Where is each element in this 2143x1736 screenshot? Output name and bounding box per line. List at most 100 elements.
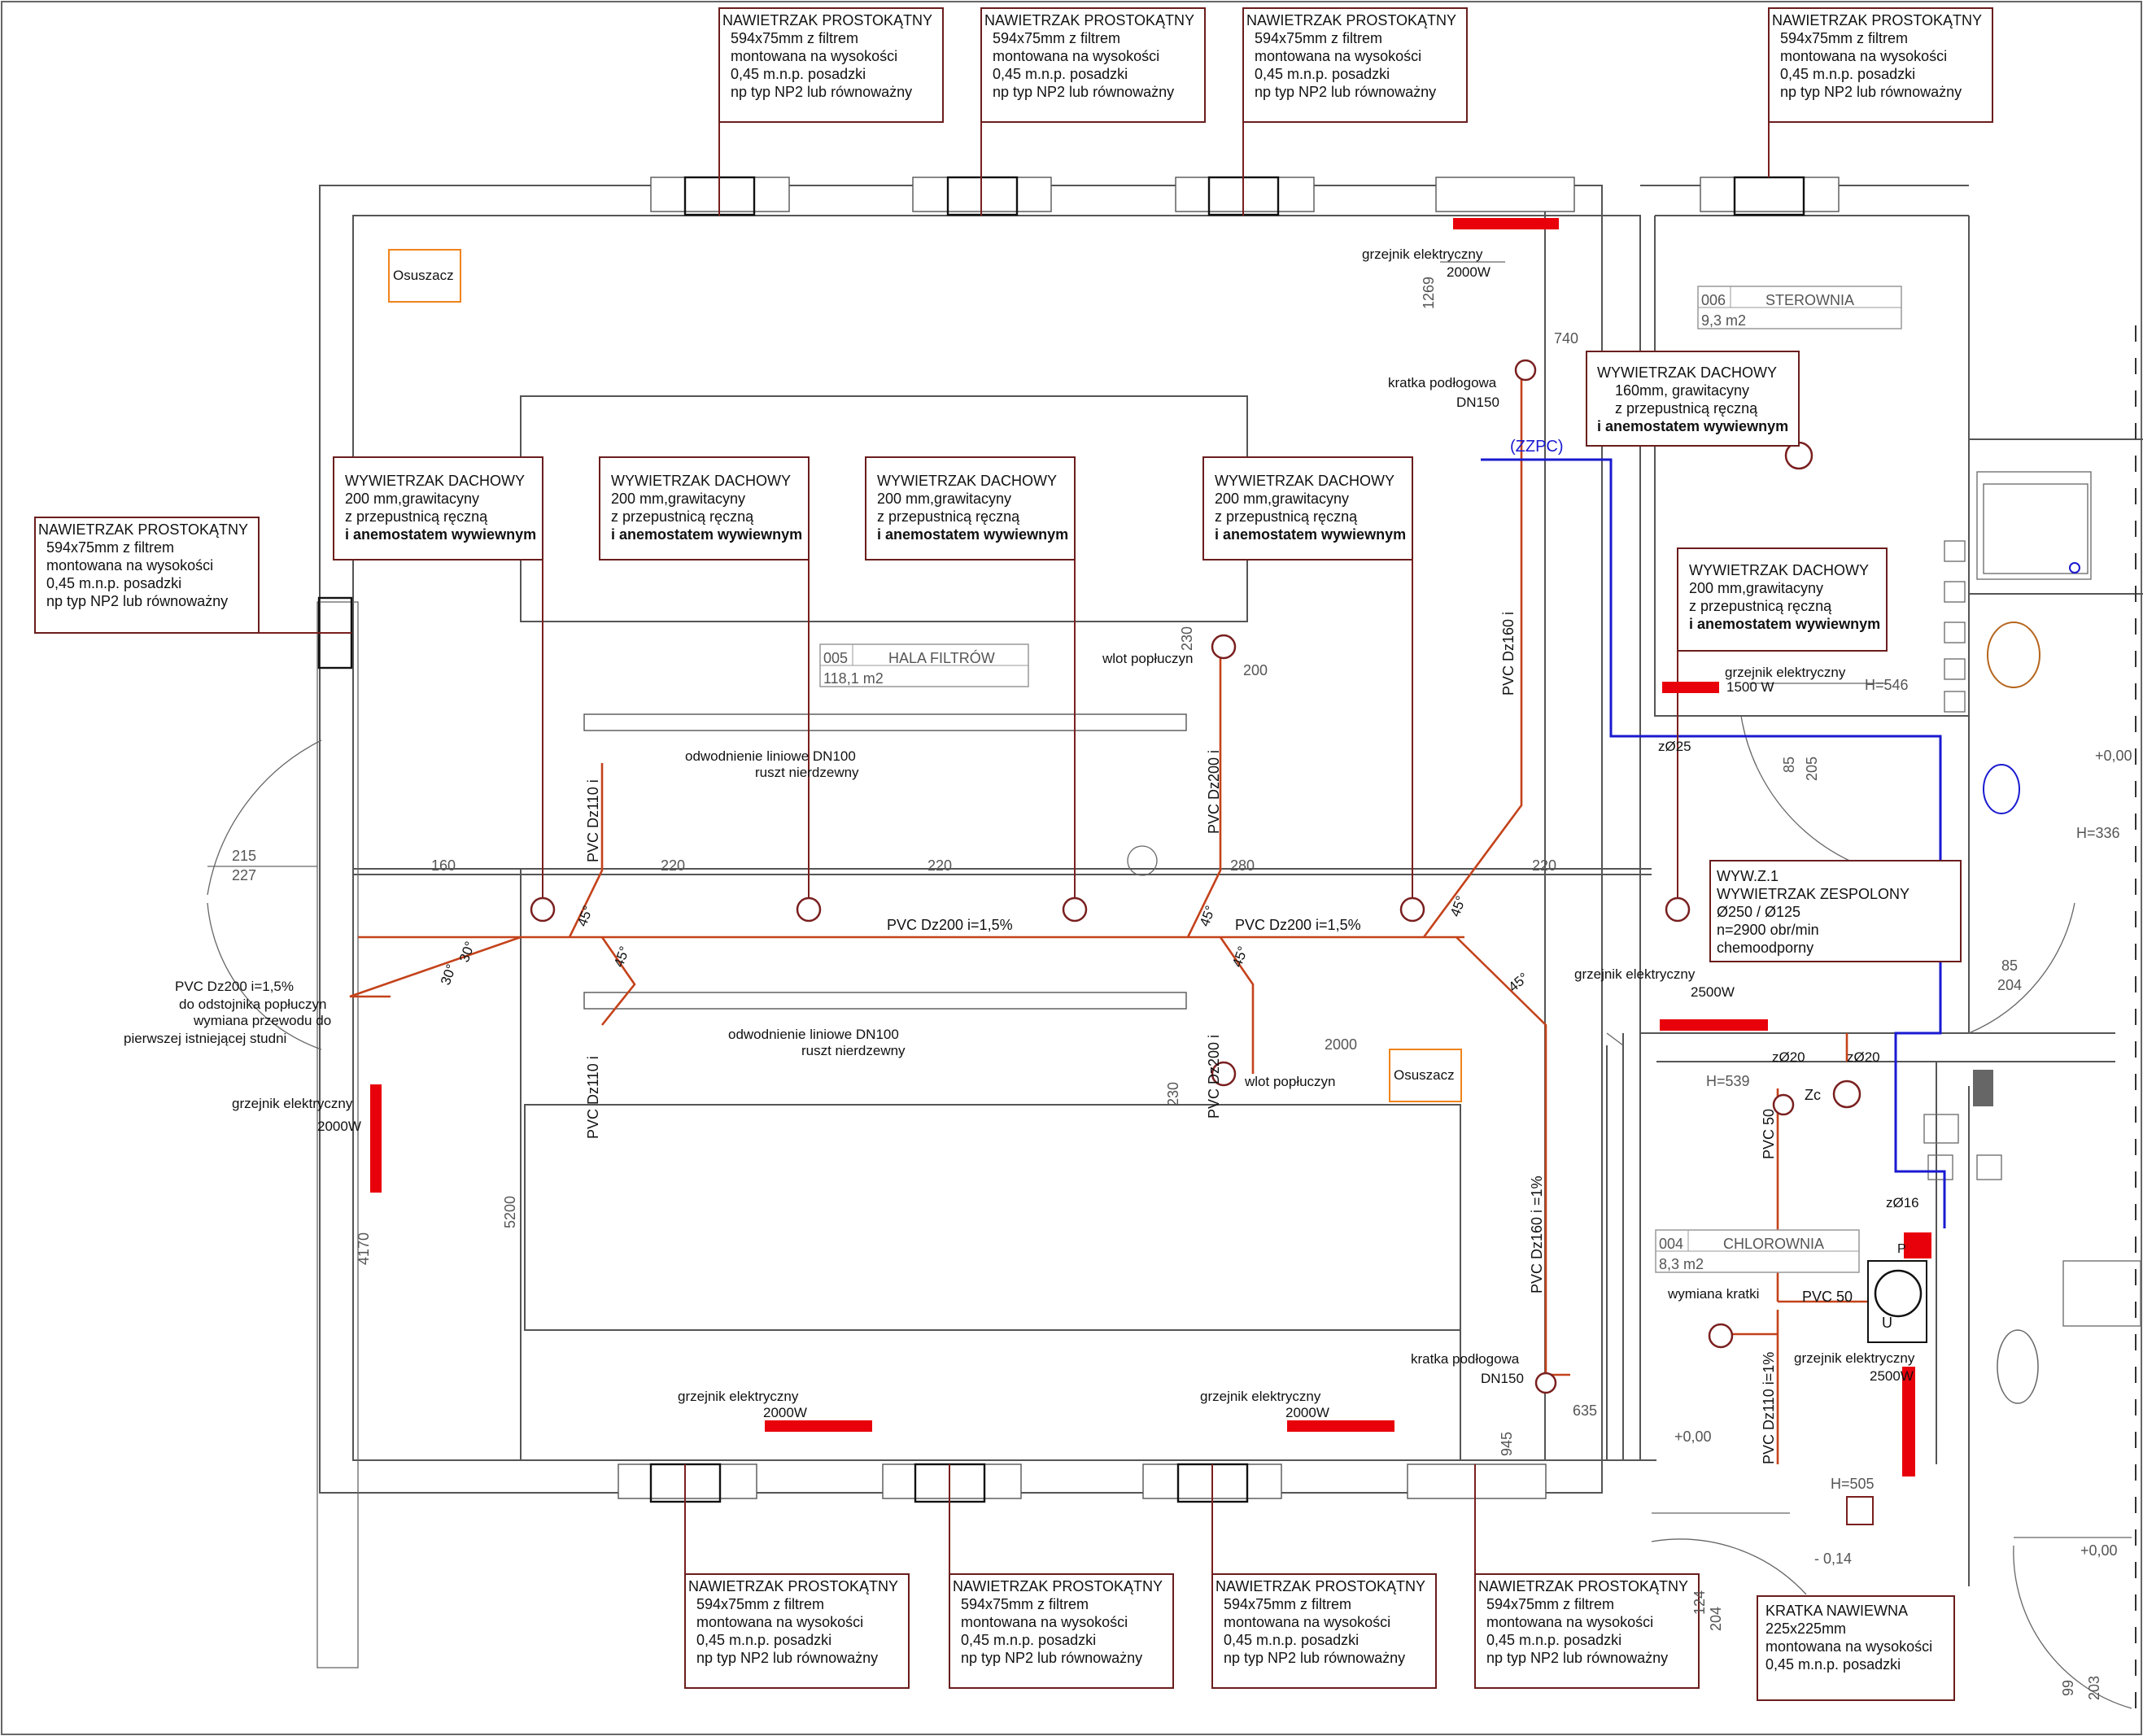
svg-text:STEROWNIA: STEROWNIA [1765, 292, 1854, 308]
svg-text:pierwszej istniejącej studni: pierwszej istniejącej studni [124, 1031, 286, 1046]
svg-text:i anemostatem wywiewnym: i anemostatem wywiewnym [1597, 418, 1788, 434]
svg-text:205: 205 [1804, 757, 1820, 781]
svg-text:WYWIETRZAK DACHOWY: WYWIETRZAK DACHOWY [1597, 364, 1777, 381]
svg-text:+0,00: +0,00 [1674, 1428, 1712, 1445]
chlor-device [1867, 1260, 1927, 1343]
svg-text:200 mm,grawitacyny: 200 mm,grawitacyny [345, 491, 479, 507]
roof-fan-callout-160: WYWIETRZAK DACHOWY 160mm, grawitacyny z … [1586, 351, 1800, 447]
svg-text:45°: 45° [1447, 894, 1469, 919]
svg-text:WYWIETRZAK DACHOWY: WYWIETRZAK DACHOWY [611, 473, 791, 489]
svg-text:9,3 m2: 9,3 m2 [1701, 312, 1746, 329]
svg-text:wymiana przewodu do: wymiana przewodu do [193, 1013, 331, 1028]
heaters [370, 218, 1931, 1476]
roof-fan-callout-5: WYWIETRZAK DACHOWY 200 mm,grawitacyny z … [1677, 547, 1888, 652]
svg-text:1500 W: 1500 W [1726, 679, 1774, 695]
svg-text:45°: 45° [1229, 944, 1251, 970]
svg-text:np typ NP2 lub równoważny: np typ NP2 lub równoważny [696, 1650, 878, 1666]
svg-text:740: 740 [1554, 330, 1578, 347]
svg-text:np typ NP2 lub równoważny: np typ NP2 lub równoważny [1255, 84, 1436, 100]
pipe-labels: (ZZPC) PVC Dz200 i=1,5% PVC Dz200 i=1,5%… [124, 438, 1919, 1464]
svg-text:grzejnik elektryczny: grzejnik elektryczny [678, 1389, 799, 1404]
heater-labels: grzejnik elektryczny 2000W grzejnik elek… [232, 246, 1915, 1420]
supply-grille-callout: KRATKA NAWIEWNA 225x225mm montowana na w… [1757, 1595, 1955, 1701]
room-tag-hala: 005 HALA FILTRÓW 118,1 m2 [819, 643, 1029, 687]
svg-text:227: 227 [232, 867, 256, 883]
svg-text:99: 99 [2060, 1680, 2076, 1696]
roof-fan-callout-2: WYWIETRZAK DACHOWY 200 mm,grawitacyny z … [599, 456, 810, 560]
svg-text:200 mm,grawitacyny: 200 mm,grawitacyny [611, 491, 745, 507]
svg-text:160mm, grawitacyny: 160mm, grawitacyny [1615, 382, 1749, 399]
svg-text:594x75mm z filtrem: 594x75mm z filtrem [1780, 30, 1908, 46]
pipes [349, 370, 1896, 1464]
svg-text:grzejnik elektryczny: grzejnik elektryczny [232, 1096, 353, 1111]
svg-text:odwodnienie liniowe DN100: odwodnienie liniowe DN100 [728, 1027, 899, 1042]
svg-text:PVC Dz110 i: PVC Dz110 i [585, 779, 601, 862]
intake-callout-left: NAWIETRZAK PROSTOKĄTNY 594x75mm z filtre… [34, 517, 260, 634]
svg-text:004: 004 [1659, 1236, 1683, 1252]
svg-text:grzejnik elektryczny: grzejnik elektryczny [1200, 1389, 1321, 1404]
intake-callout-b2: NAWIETRZAK PROSTOKĄTNY 594x75mm z filtre… [949, 1573, 1174, 1689]
intake-leaders [259, 122, 1770, 1574]
svg-text:z przepustnicą ręczną: z przepustnicą ręczną [1689, 598, 1832, 614]
svg-text:WYWIETRZAK DACHOWY: WYWIETRZAK DACHOWY [345, 473, 525, 489]
linear-drains [583, 713, 1187, 1010]
svg-text:zØ20: zØ20 [1772, 1049, 1805, 1065]
svg-text:montowana na wysokości: montowana na wysokości [961, 1614, 1128, 1630]
svg-text:594x75mm z filtrem: 594x75mm z filtrem [1255, 30, 1382, 46]
sanitary [1923, 483, 2141, 1404]
svg-text:NAWIETRZAK PROSTOKĄTNY: NAWIETRZAK PROSTOKĄTNY [984, 12, 1194, 28]
svg-text:PVC Dz200 i: PVC Dz200 i [1206, 750, 1222, 834]
svg-text:i anemostatem wywiewnym: i anemostatem wywiewnym [877, 526, 1068, 543]
svg-text:220: 220 [1532, 857, 1556, 874]
svg-text:kratka podłogowa: kratka podłogowa [1411, 1351, 1520, 1367]
floor-drain-labels: kratka podłogowa DN150 kratka podłogowa … [685, 375, 1524, 1386]
svg-text:+0,00: +0,00 [2080, 1542, 2118, 1559]
svg-text:0,45 m.n.p. posadzki: 0,45 m.n.p. posadzki [1486, 1632, 1621, 1648]
svg-text:NAWIETRZAK PROSTOKĄTNY: NAWIETRZAK PROSTOKĄTNY [38, 521, 248, 538]
svg-text:- 0,14: - 0,14 [1814, 1551, 1852, 1567]
svg-text:z przepustnicą ręczną: z przepustnicą ręczną [1615, 400, 1758, 417]
svg-text:PVC Dz110 i: PVC Dz110 i [585, 1056, 601, 1139]
svg-text:635: 635 [1573, 1402, 1597, 1419]
svg-text:PVC Dz110 i=1%: PVC Dz110 i=1% [1761, 1352, 1777, 1464]
svg-text:85: 85 [1781, 757, 1797, 773]
svg-text:z przepustnicą ręczną: z przepustnicą ręczną [345, 508, 488, 525]
svg-text:i anemostatem wywiewnym: i anemostatem wywiewnym [1689, 616, 1880, 632]
svg-text:594x75mm z filtrem: 594x75mm z filtrem [46, 539, 174, 556]
svg-text:n=2900 obr/min: n=2900 obr/min [1717, 922, 1819, 938]
svg-text:Osuszacz: Osuszacz [1394, 1067, 1455, 1083]
svg-text:0,45 m.n.p. posadzki: 0,45 m.n.p. posadzki [696, 1632, 831, 1648]
svg-text:np typ NP2 lub równoważny: np typ NP2 lub równoważny [46, 593, 228, 609]
svg-text:montowana na wysokości: montowana na wysokości [731, 48, 897, 64]
svg-text:montowana na wysokości: montowana na wysokości [1224, 1614, 1390, 1630]
svg-text:PVC Dz200 i=1,5%: PVC Dz200 i=1,5% [1235, 917, 1361, 933]
svg-text:2000W: 2000W [763, 1405, 807, 1420]
svg-text:006: 006 [1701, 292, 1726, 308]
svg-text:do odstojnika popłuczyn: do odstojnika popłuczyn [179, 997, 326, 1012]
svg-text:i anemostatem wywiewnym: i anemostatem wywiewnym [345, 526, 536, 543]
svg-text:wymiana kratki: wymiana kratki [1667, 1286, 1759, 1302]
svg-text:Zc: Zc [1805, 1087, 1821, 1103]
dehumidifier-1: Osuszacz [388, 249, 461, 303]
svg-text:594x75mm z filtrem: 594x75mm z filtrem [696, 1596, 824, 1612]
svg-text:np typ NP2 lub równoważny: np typ NP2 lub równoważny [1224, 1650, 1405, 1666]
roof-fan-callout-4: WYWIETRZAK DACHOWY 200 mm,grawitacyny z … [1202, 456, 1413, 560]
intake-callout-4: NAWIETRZAK PROSTOKĄTNY 594x75mm z filtre… [1768, 7, 1993, 123]
svg-text:0,45 m.n.p. posadzki: 0,45 m.n.p. posadzki [1765, 1656, 1901, 1673]
room-tag-sterownia: 006 STEROWNIA 9,3 m2 [1697, 286, 1902, 329]
svg-text:124: 124 [1691, 1590, 1708, 1615]
svg-text:220: 220 [927, 857, 952, 874]
combined-fan-callout: WYW.Z.1 WYWIETRZAK ZESPOLONY Ø250 / Ø125… [1709, 860, 1962, 962]
svg-text:WYWIETRZAK DACHOWY: WYWIETRZAK DACHOWY [877, 473, 1057, 489]
intake-callout-b4: NAWIETRZAK PROSTOKĄTNY 594x75mm z filtre… [1474, 1573, 1700, 1689]
svg-text:zØ25: zØ25 [1658, 739, 1691, 754]
svg-text:np typ NP2 lub równoważny: np typ NP2 lub równoważny [1486, 1650, 1668, 1666]
svg-text:1269: 1269 [1421, 277, 1437, 309]
svg-text:montowana na wysokości: montowana na wysokości [1780, 48, 1947, 64]
svg-text:PVC Dz160 i: PVC Dz160 i [1500, 612, 1517, 696]
svg-text:zØ20: zØ20 [1847, 1049, 1880, 1065]
svg-text:H=505: H=505 [1831, 1476, 1875, 1492]
svg-text:PVC 50: PVC 50 [1802, 1289, 1853, 1305]
svg-text:0,45 m.n.p. posadzki: 0,45 m.n.p. posadzki [1224, 1632, 1359, 1648]
